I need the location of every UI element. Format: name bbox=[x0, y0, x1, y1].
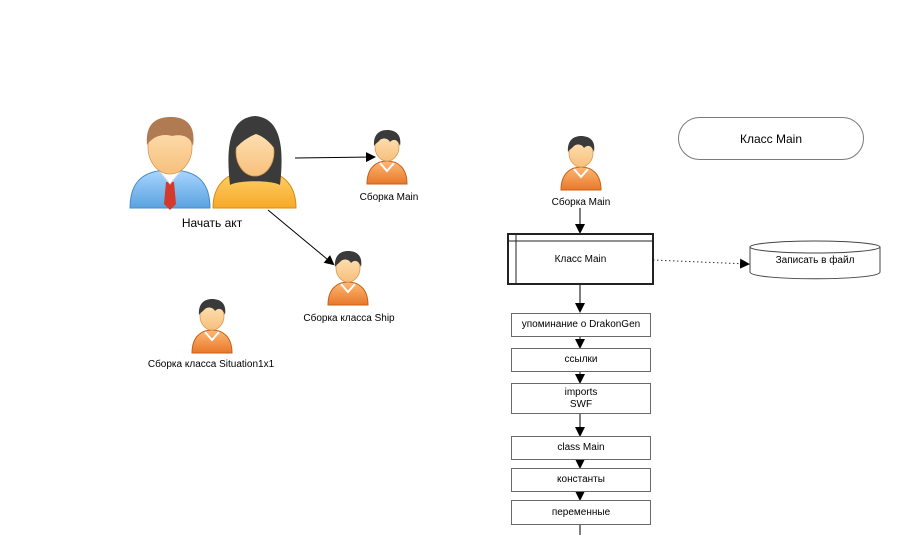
step-class-main-label: class Main bbox=[557, 442, 605, 453]
step-constants[interactable]: константы bbox=[511, 468, 651, 492]
title-pill[interactable]: Класс Main bbox=[678, 117, 864, 160]
step-drakongen[interactable]: упоминание о DrakonGen bbox=[511, 313, 651, 337]
edge-start-to-ship bbox=[267, 209, 335, 266]
label-assembly-main-right: Сборка Main bbox=[551, 197, 611, 208]
step-variables[interactable]: переменные bbox=[511, 500, 651, 525]
class-main-label: Класс Main bbox=[554, 253, 607, 265]
user-icon-main-right bbox=[560, 135, 602, 191]
step-class-main[interactable]: class Main bbox=[511, 436, 651, 460]
step-imports-line2: SWF bbox=[569, 398, 593, 410]
step-imports-line1: imports bbox=[564, 386, 598, 398]
edge-start-to-main bbox=[294, 152, 376, 163]
step-constants-label: константы bbox=[557, 474, 605, 485]
class-box-frame bbox=[508, 234, 653, 284]
datastore-cylinder bbox=[749, 240, 881, 280]
class-main-box[interactable]: Класс Main bbox=[507, 233, 654, 285]
label-assembly-situation: Сборка класса Situation1x1 bbox=[147, 359, 275, 370]
user-icon-ship bbox=[327, 250, 369, 306]
edge-class-to-file bbox=[652, 258, 750, 269]
step-imports[interactable]: imports SWF bbox=[511, 383, 651, 414]
step-drakongen-label: упоминание о DrakonGen bbox=[521, 319, 641, 330]
label-start-act: Начать акт bbox=[181, 216, 243, 230]
step-variables-label: переменные bbox=[551, 506, 611, 518]
step-links[interactable]: ссылки bbox=[511, 348, 651, 372]
datastore-label: Записать в файл bbox=[775, 255, 855, 266]
label-assembly-ship: Сборка класса Ship bbox=[303, 313, 395, 324]
user-icon-situation bbox=[191, 298, 233, 354]
users-icon bbox=[129, 116, 297, 210]
label-assembly-main-left: Сборка Main bbox=[359, 192, 419, 203]
step-links-label: ссылки bbox=[564, 354, 598, 365]
